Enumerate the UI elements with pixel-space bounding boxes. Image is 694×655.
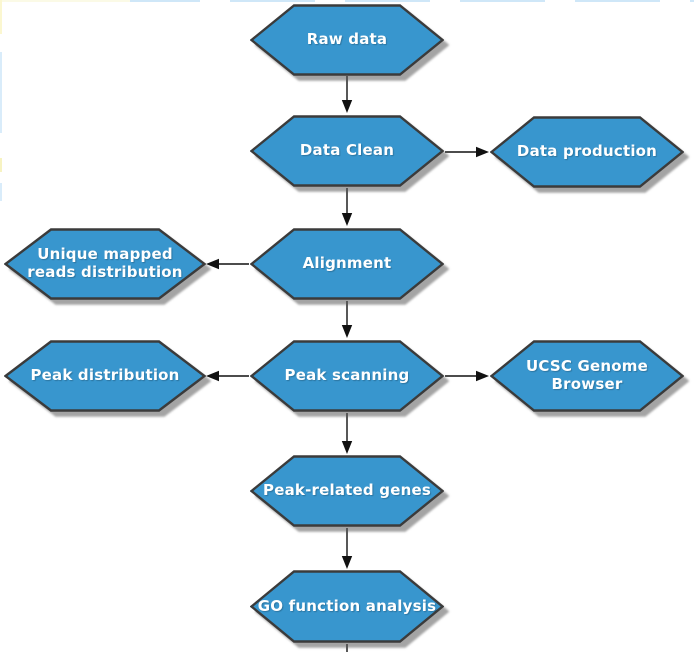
- screenshot-left-edge-artifact: [0, 0, 2, 655]
- hexagon-shape: [250, 455, 444, 527]
- node-label-peak-scanning: Peak scanning: [284, 366, 410, 385]
- hexagon-shape: [250, 228, 444, 300]
- hexagon-shape: [490, 116, 684, 188]
- screenshot-top-edge-artifact: [0, 0, 694, 2]
- hexagon-shape: [4, 228, 206, 300]
- node-data-production: Data production: [490, 116, 684, 188]
- hexagon-shape: [250, 115, 444, 187]
- node-alignment: Alignment: [250, 228, 444, 300]
- hexagon-shape: [250, 340, 444, 412]
- node-ucsc-genome-browser: UCSC Genome Browser: [490, 340, 684, 412]
- node-label-unique-mapped-reads-distribution: Unique mapped reads distribution: [27, 245, 183, 281]
- node-label-alignment: Alignment: [302, 254, 392, 273]
- hexagon-shape: [4, 340, 206, 412]
- hexagon-shape: [250, 570, 444, 643]
- node-label-data-clean: Data Clean: [299, 141, 395, 160]
- node-raw-data: Raw data: [250, 4, 444, 76]
- node-data-clean: Data Clean: [250, 115, 444, 187]
- node-label-go-function-analysis: GO function analysis: [257, 596, 437, 615]
- hexagon-shape: [250, 4, 444, 76]
- node-go-function-analysis: GO function analysis: [250, 570, 444, 643]
- node-label-raw-data: Raw data: [306, 30, 388, 49]
- node-peak-distribution: Peak distribution: [4, 340, 206, 412]
- node-label-data-production: Data production: [516, 142, 658, 161]
- node-peak-related-genes: Peak-related genes: [250, 455, 444, 527]
- node-label-peak-distribution: Peak distribution: [30, 366, 180, 385]
- node-label-peak-related-genes: Peak-related genes: [263, 481, 431, 500]
- node-unique-mapped-reads-distribution: Unique mapped reads distribution: [4, 228, 206, 300]
- node-label-ucsc-genome-browser: UCSC Genome Browser: [526, 357, 648, 393]
- hexagon-shape: [490, 340, 684, 412]
- node-peak-scanning: Peak scanning: [250, 340, 444, 412]
